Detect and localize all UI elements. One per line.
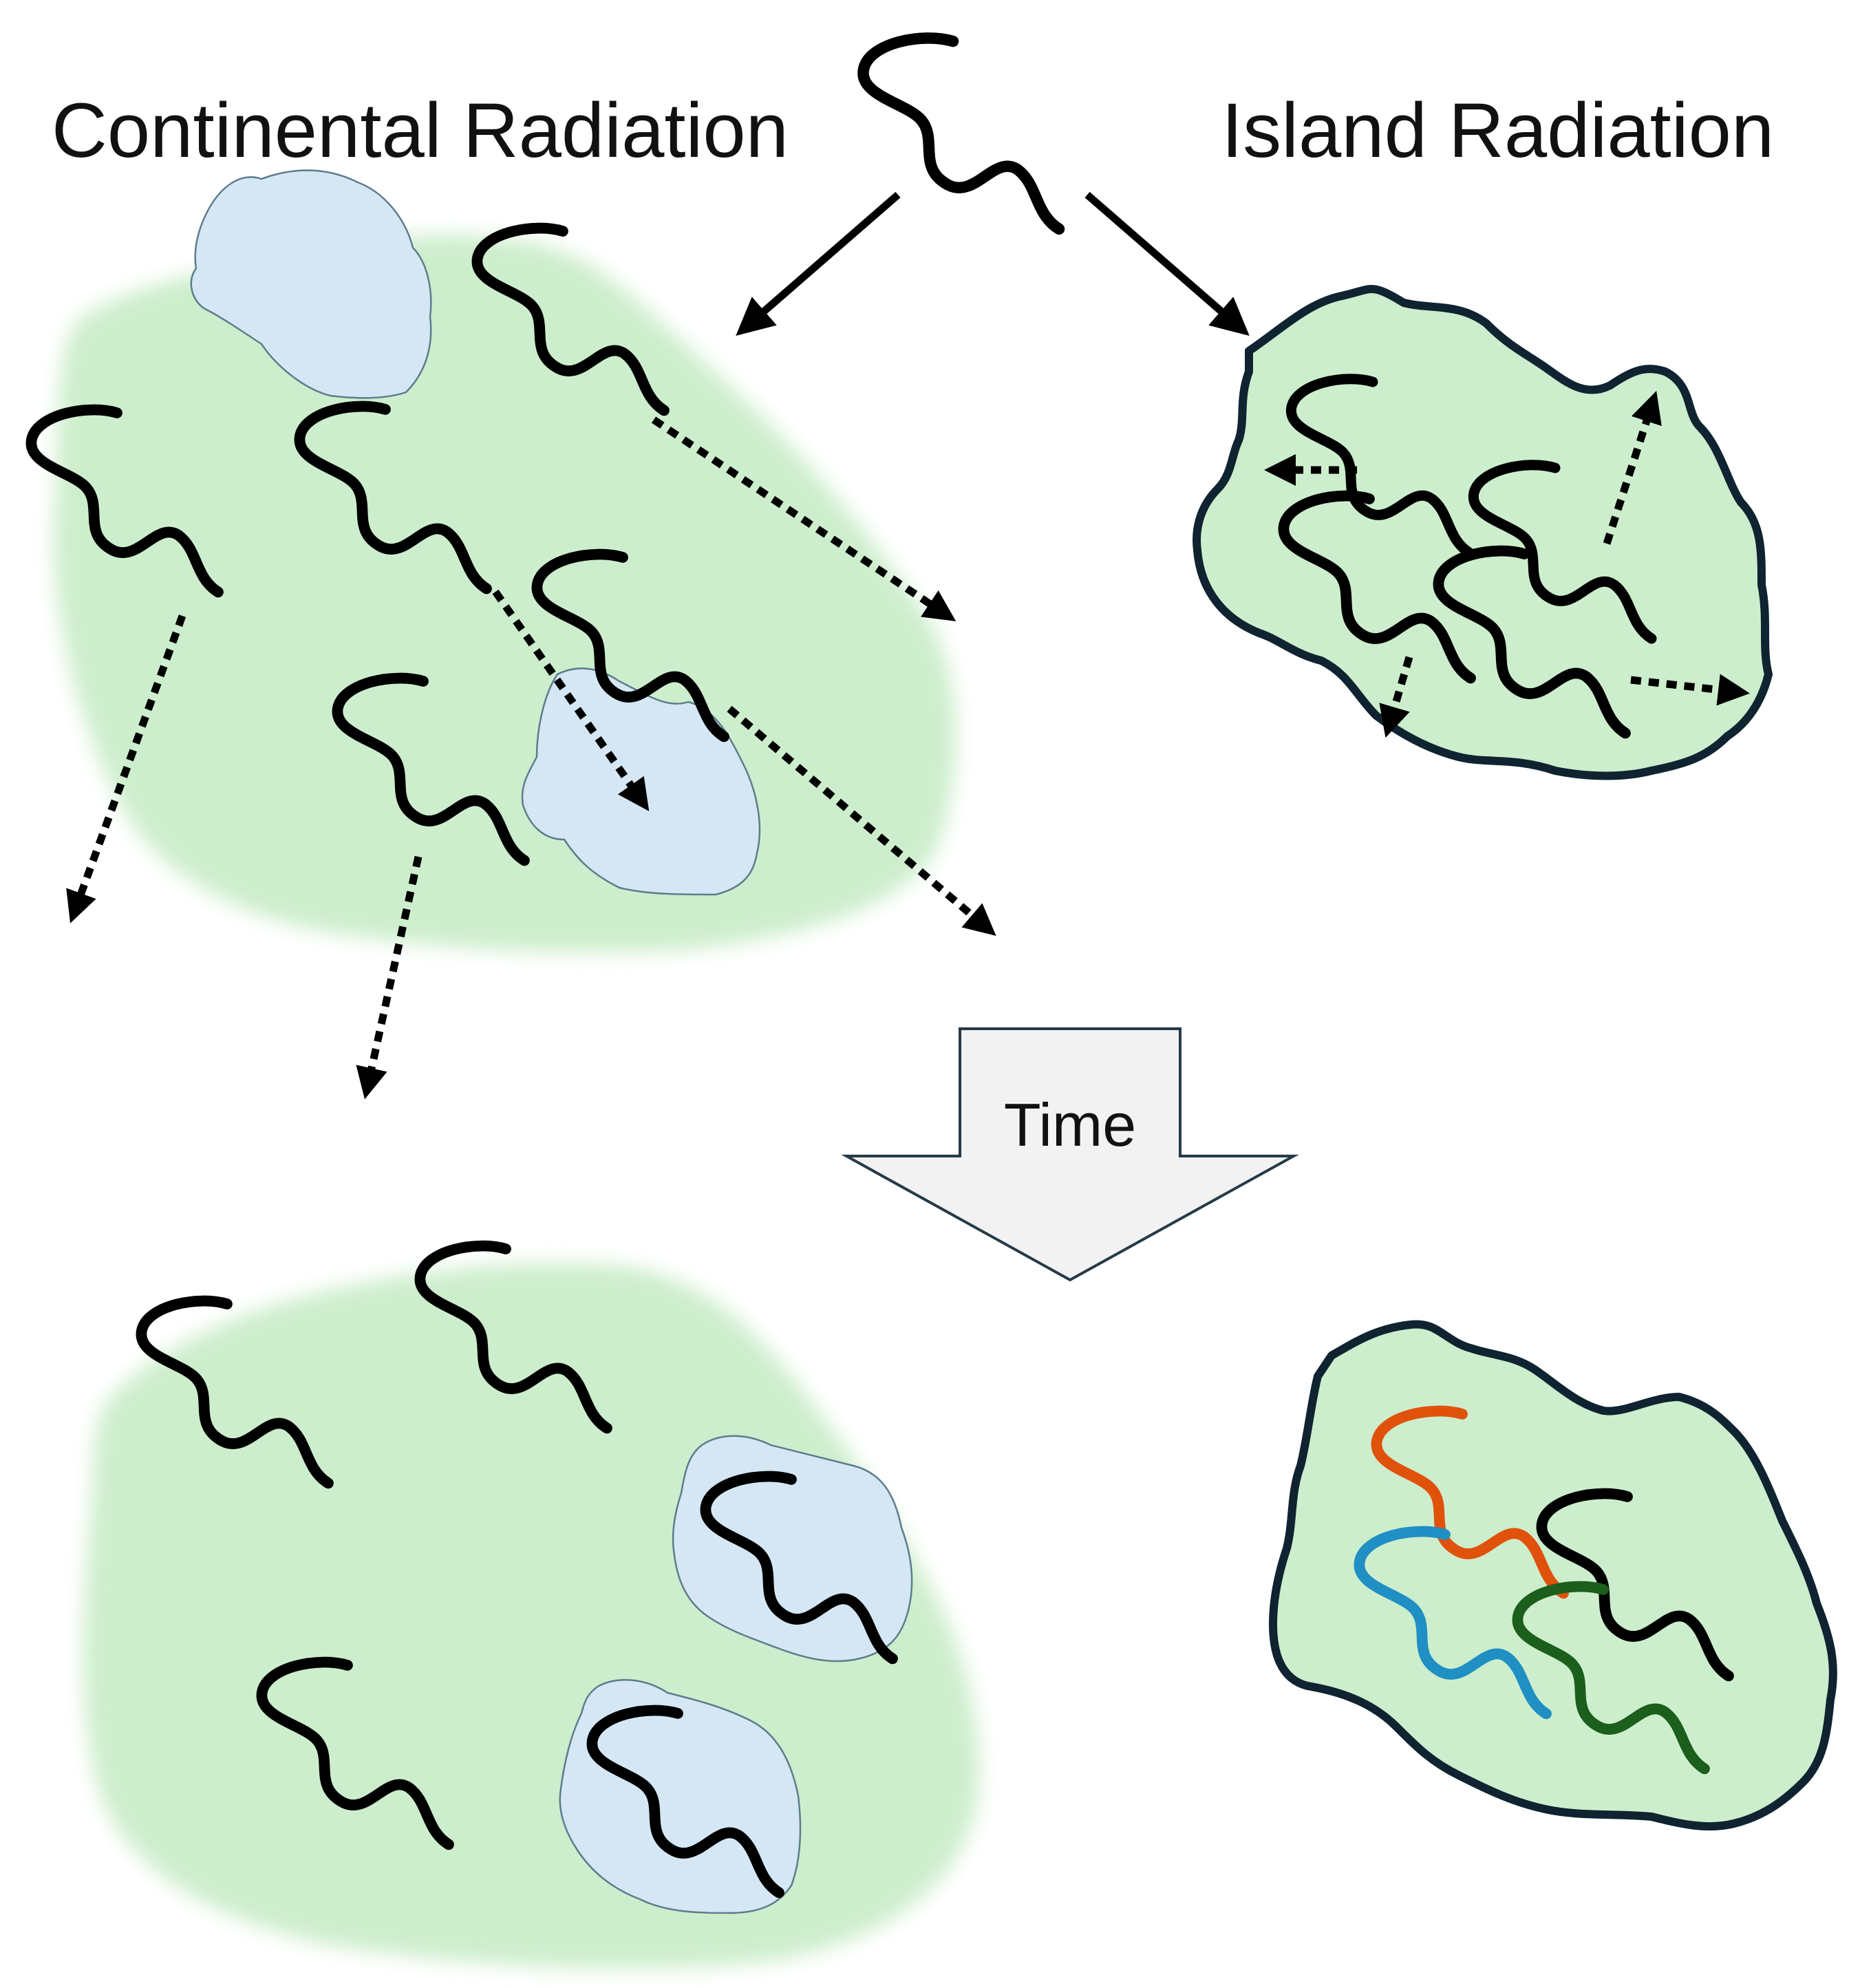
dispersal-arrow xyxy=(356,855,423,1100)
dispersal-arrow xyxy=(727,705,996,936)
lake-top-1 xyxy=(190,169,432,399)
time-label: Time xyxy=(1004,1091,1136,1159)
dispersal-arrow xyxy=(1379,656,1413,738)
dispersal-arrow xyxy=(492,589,650,811)
colonization-arrow-island xyxy=(1084,191,1250,336)
lake-bottom-2 xyxy=(559,1679,802,1914)
dispersal-arrow xyxy=(651,416,956,621)
dispersal-arrow xyxy=(66,614,186,923)
island-top xyxy=(1193,285,1773,780)
island-radiation-title: Island Radiation xyxy=(1221,87,1774,173)
colonization-arrow-continent xyxy=(736,191,901,336)
time-arrow xyxy=(841,1027,1299,1282)
dispersal-arrow xyxy=(1603,391,1662,545)
continental-radiation-title: Continental Radiation xyxy=(52,87,789,173)
